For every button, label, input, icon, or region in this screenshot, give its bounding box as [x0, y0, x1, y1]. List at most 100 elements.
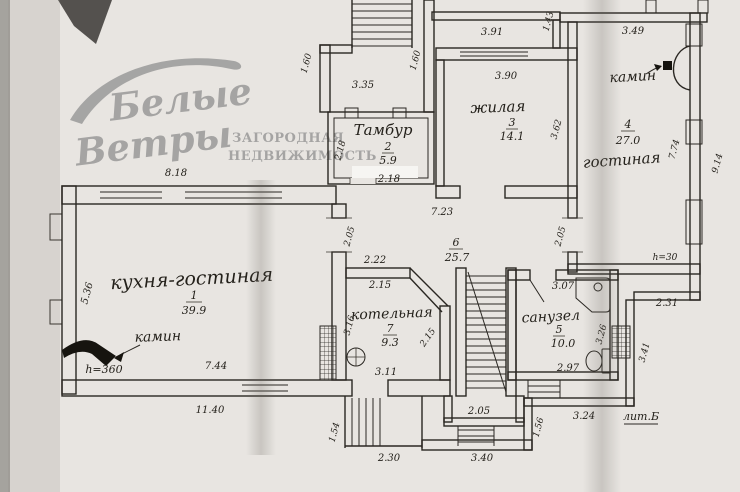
room-number-hall: 6: [453, 236, 460, 249]
gostinaya-door-ticks: [562, 217, 583, 253]
kitchen-top-windows: [100, 191, 282, 199]
landing-bottom-wall: [443, 417, 525, 427]
dim-entry-left: 1.60: [300, 52, 315, 74]
sanuzel-left-wall: [507, 269, 517, 381]
kitchen-left-window-2: [49, 299, 63, 325]
tambour-door-slot-1: [344, 107, 359, 119]
dim-bottom-overall: 11.40: [196, 405, 225, 416]
room-number-tambour: 2: [384, 140, 392, 153]
tambour-bottom-opening: [350, 178, 376, 184]
scan-artifacts: [0, 0, 621, 492]
scan-edge-left: [0, 0, 10, 492]
sanuzel-steps-icon: [527, 380, 561, 399]
logo-tagline-2: НЕДВИЖИМОСТЬ: [228, 149, 377, 164]
height-note-right: h=30: [653, 253, 678, 263]
dim-boiler-top: 2.15: [368, 280, 391, 291]
tambour-opening-ticks: [349, 178, 377, 184]
boiler-diagonal-wall: [409, 267, 449, 313]
zhilaya-top-window: [460, 51, 528, 57]
fireplace-left-icon: [62, 340, 116, 366]
fold-shadow-right: [583, 0, 621, 492]
dim-zhilaya-top: 3.90: [495, 71, 518, 82]
top-stairs-rails: [351, 0, 413, 48]
logo-word-2: Ветры: [72, 112, 235, 175]
corridor-top-wall: [431, 11, 561, 21]
porch-steps-icon: [351, 398, 381, 446]
roof-stub-1: [645, 0, 657, 14]
boiler-right-wall: [439, 305, 451, 381]
room-area-hall: 25.7: [444, 251, 470, 264]
stairs-left-rail: [455, 267, 467, 397]
landing-left-wall: [443, 395, 453, 423]
room-number-kitchen-living: 1: [191, 289, 198, 302]
dim-hall-bottom: 2.22: [363, 255, 386, 266]
stairs-treads-icon: [466, 275, 506, 389]
bottom-wall-left: [61, 379, 353, 397]
walls: [49, 0, 709, 451]
room-label-sanuzel: санузел: [521, 307, 580, 326]
dim-tambour-bottom: 2.18: [377, 174, 400, 185]
porch-outline: [344, 396, 423, 448]
fireplace-left-label: камин: [134, 328, 181, 346]
agency-watermark: Белые Ветры ЗАГОРОДНАЯ НЕДВИЖИМОСТЬ: [70, 58, 377, 175]
dim-wing-step: 1.56: [532, 416, 547, 438]
zhilaya-bottom-wall-left: [435, 185, 461, 199]
bottom-wall-right: [387, 379, 451, 397]
dim-boiler-bottom: 3.11: [375, 367, 397, 378]
room-number-gostinaya: 4: [624, 118, 632, 131]
gostinaya-top-wall: [559, 12, 708, 23]
hall-left-door-ticks: [326, 217, 352, 253]
room-label-tambour: Тамбур: [354, 121, 413, 139]
tambour-outer-wall: [327, 111, 435, 185]
room-number-zhilaya: 3: [509, 116, 516, 129]
dim-boiler-left: 3.16: [343, 314, 358, 336]
zhilaya-bottom-wall-right: [504, 185, 578, 199]
dim-zhilaya-right: 3.62: [550, 118, 565, 140]
dim-gostinaya-top: 3.49: [622, 26, 645, 37]
top-stairs-icon: [352, 3, 412, 47]
kitchen-top-wall: [61, 185, 337, 205]
gostinaya-left-wall-lower: [567, 251, 578, 273]
room-number-sanuzel: 5: [556, 323, 563, 336]
scan-corner-blotch: [58, 0, 112, 44]
sanuzel-door-leaf: [529, 279, 545, 303]
dim-kitchen-bottom: 7.44: [205, 361, 227, 372]
entry-top-wall: [319, 44, 353, 54]
room-area-sanuzel: 10.0: [551, 337, 576, 350]
dim-kitchen-top: 8.18: [165, 168, 187, 179]
dim-gostinaya-right: 9.14: [711, 152, 726, 174]
dim-gostinaya-left: 7.74: [668, 138, 683, 160]
room-label-boiler: котельная: [351, 305, 433, 324]
logo-swash: [70, 58, 242, 124]
dim-hall-top: 7.23: [431, 207, 453, 218]
whiteout-correction: [352, 166, 418, 178]
logo-tagline-1: ЗАГОРОДНАЯ: [232, 131, 344, 146]
dim-stairs-bottom: 2.05: [467, 406, 490, 417]
dim-entry-width: 3.35: [352, 80, 374, 91]
boiler-top-wall: [345, 267, 411, 279]
dim-corridor-top: 3.91: [481, 27, 503, 38]
dim-sanuzel-bottom: 2.97: [556, 363, 580, 374]
right-window-1: [685, 23, 703, 47]
entry-left-wall: [319, 44, 331, 113]
hall-left-wall-upper: [331, 203, 347, 219]
room-area-boiler: 9.3: [381, 336, 399, 349]
zhilaya-left-wall: [435, 59, 445, 187]
gostinaya-bottom-wall: [567, 263, 701, 275]
dim-kitchen-left: 5.36: [79, 281, 96, 306]
roof-stub-2: [697, 0, 709, 14]
room-area-gostinaya: 27.0: [615, 134, 641, 147]
stairs-run-line: [467, 271, 507, 393]
right-window-3: [685, 199, 703, 245]
sanuzel-top-wall-left: [507, 269, 531, 281]
tambour-door-slot-2: [392, 107, 407, 119]
dim-porch-height: 1.54: [328, 421, 343, 443]
gostinaya-right-wall: [689, 12, 701, 301]
dim-corridor-right: 1.43: [542, 10, 557, 32]
room-number-boiler: 7: [387, 322, 394, 335]
gostinaya-left-wall-upper: [567, 21, 578, 219]
boiler-cross-icon: [347, 348, 365, 366]
dim-hall-door-left: 2.05: [342, 225, 357, 248]
right-window-2: [685, 119, 703, 145]
